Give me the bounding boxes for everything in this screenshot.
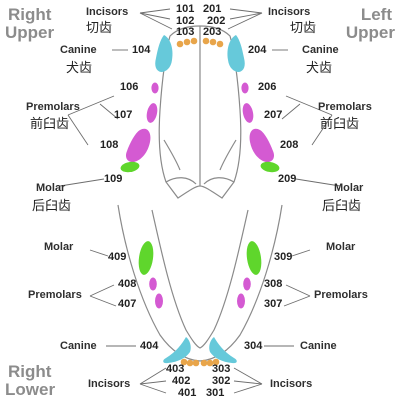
lower-right-molar-label: Molar bbox=[44, 241, 74, 253]
tooth-304 bbox=[209, 337, 237, 364]
tooth-number-102: 102 bbox=[176, 15, 195, 27]
tooth-309 bbox=[246, 241, 262, 275]
upper-right-molar-cn: 后臼齿 bbox=[32, 199, 72, 214]
tooth-407 bbox=[155, 293, 163, 309]
tooth-number-407: 407 bbox=[118, 298, 137, 310]
tooth-308 bbox=[243, 277, 251, 291]
tooth-106 bbox=[151, 82, 159, 94]
tooth-number-108: 108 bbox=[100, 139, 119, 151]
tooth-202 bbox=[209, 38, 217, 46]
tooth-number-104: 104 bbox=[132, 44, 151, 56]
tooth-number-208: 208 bbox=[280, 139, 299, 151]
upper-right-premolars-cn: 前臼齿 bbox=[30, 117, 70, 132]
tooth-number-301: 301 bbox=[206, 387, 225, 399]
tooth-number-404: 404 bbox=[140, 340, 159, 352]
upper-left-incisors-label: Incisors bbox=[268, 6, 311, 18]
tooth-206 bbox=[241, 82, 249, 94]
upper-label-right: Upper bbox=[5, 23, 55, 42]
tooth-number-303: 303 bbox=[212, 363, 231, 375]
right-label-upper: Right bbox=[8, 5, 52, 24]
tooth-number-109: 109 bbox=[104, 173, 123, 185]
upper-right-molar-label: Molar bbox=[36, 182, 66, 194]
upper-left-incisors-cn: 切齿 bbox=[290, 21, 317, 36]
tooth-number-103: 103 bbox=[176, 26, 195, 38]
upper-right-premolars-label: Premolars bbox=[26, 101, 80, 113]
upper-right-incisors-label: Incisors bbox=[86, 6, 129, 18]
right-label-lower: Right bbox=[8, 362, 52, 381]
upper-left-premolars-label: Premolars bbox=[318, 101, 372, 113]
tooth-104 bbox=[155, 35, 173, 72]
lower-label-right: Lower bbox=[5, 380, 56, 399]
tooth-209 bbox=[260, 161, 280, 173]
upper-left-molar-label: Molar bbox=[334, 182, 364, 194]
lower-jaw-outline bbox=[117, 204, 283, 362]
lower-left-molar-label: Molar bbox=[326, 241, 356, 253]
tooth-number-206: 206 bbox=[258, 81, 277, 93]
upper-label-left: Upper bbox=[345, 23, 395, 42]
tooth-number-209: 209 bbox=[278, 173, 297, 185]
tooth-101 bbox=[190, 37, 198, 45]
leader-lines bbox=[59, 8, 341, 394]
tooth-302 bbox=[206, 359, 214, 367]
upper-right-incisors-cn: 切齿 bbox=[86, 21, 113, 36]
left-label-upper: Left bbox=[360, 5, 392, 24]
tooth-303 bbox=[212, 358, 220, 366]
lower-left-incisors-label: Incisors bbox=[270, 378, 313, 390]
lower-right-incisors-label: Incisors bbox=[88, 378, 131, 390]
tooth-number-107: 107 bbox=[114, 109, 133, 121]
tooth-number-307: 307 bbox=[264, 298, 283, 310]
tooth-number-403: 403 bbox=[166, 363, 185, 375]
tooth-201 bbox=[202, 37, 210, 45]
tooth-203 bbox=[216, 40, 224, 48]
tooth-109 bbox=[120, 161, 140, 173]
lower-left-premolars-label: Premolars bbox=[314, 289, 368, 301]
tooth-107 bbox=[146, 103, 158, 123]
lower-right-canine-label: Canine bbox=[60, 340, 97, 352]
lower-left-canine-label: Canine bbox=[300, 340, 337, 352]
upper-right-canine-label: Canine bbox=[60, 44, 97, 56]
tooth-108 bbox=[125, 128, 151, 163]
tooth-number-401: 401 bbox=[178, 387, 197, 399]
lower-right-premolars-label: Premolars bbox=[28, 289, 82, 301]
tooth-number-302: 302 bbox=[212, 375, 231, 387]
tooth-208 bbox=[249, 128, 275, 163]
tooth-number-201: 201 bbox=[203, 3, 222, 15]
tooth-307 bbox=[237, 293, 245, 309]
tooth-408 bbox=[149, 277, 157, 291]
tooth-number-101: 101 bbox=[176, 3, 195, 15]
upper-left-canine-label: Canine bbox=[302, 44, 339, 56]
tooth-403 bbox=[180, 358, 188, 366]
lower-incisors bbox=[180, 358, 220, 367]
tooth-102 bbox=[183, 38, 191, 46]
tooth-number-304: 304 bbox=[244, 340, 263, 352]
tooth-number-106: 106 bbox=[120, 81, 139, 93]
tooth-number-308: 308 bbox=[264, 278, 283, 290]
tooth-409 bbox=[138, 241, 154, 275]
upper-incisors bbox=[176, 37, 224, 48]
upper-left-canine-cn: 犬齿 bbox=[306, 61, 333, 76]
upper-right-canine-cn: 犬齿 bbox=[66, 61, 93, 76]
tooth-number-202: 202 bbox=[207, 15, 226, 27]
tooth-number-309: 309 bbox=[274, 251, 293, 263]
tooth-number-207: 207 bbox=[264, 109, 283, 121]
upper-left-molar-cn: 后臼齿 bbox=[322, 199, 362, 214]
tooth-204 bbox=[227, 35, 245, 72]
tooth-402 bbox=[186, 359, 194, 367]
tooth-103 bbox=[176, 40, 184, 48]
tooth-number-402: 402 bbox=[172, 375, 191, 387]
upper-left-premolars-cn: 前臼齿 bbox=[320, 117, 360, 132]
tooth-401 bbox=[192, 359, 200, 367]
tooth-404 bbox=[163, 337, 191, 364]
tooth-301 bbox=[200, 359, 208, 367]
tooth-number-409: 409 bbox=[108, 251, 127, 263]
tooth-207 bbox=[242, 103, 254, 123]
tooth-number-203: 203 bbox=[203, 26, 222, 38]
tooth-number-408: 408 bbox=[118, 278, 137, 290]
tooth-number-204: 204 bbox=[248, 44, 267, 56]
